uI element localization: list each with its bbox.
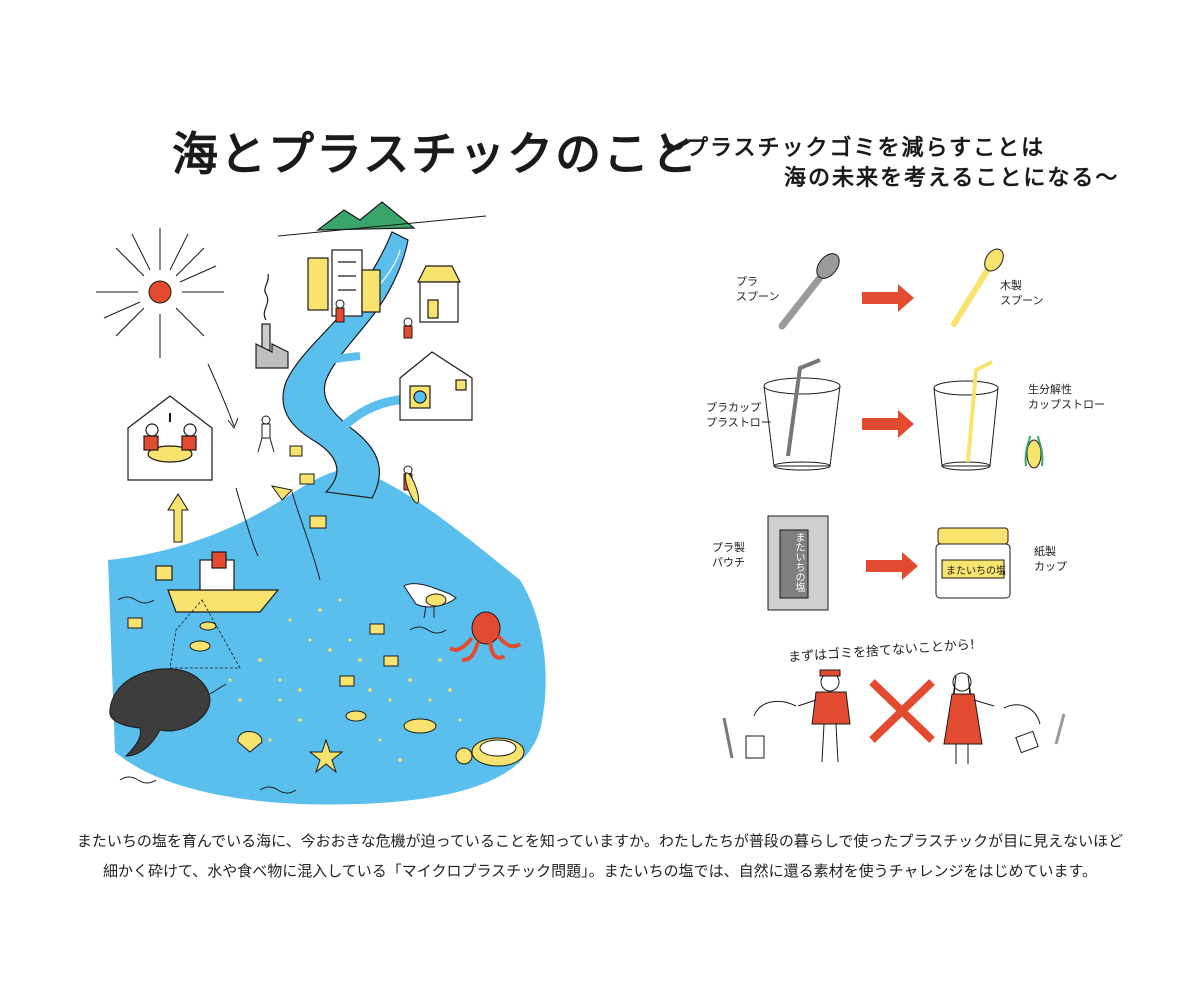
litter-scene	[722, 669, 1066, 764]
plastic-spoon-illustration	[778, 253, 840, 330]
whale	[109, 668, 211, 757]
label-pouch-line-1: プラ製	[712, 541, 745, 554]
fish	[403, 718, 437, 734]
label-wooden-spoon-line-1: 木製	[1000, 279, 1022, 292]
shell	[237, 731, 263, 753]
label-wooden-spoon: 木製 スプーン	[1000, 278, 1043, 308]
octopus	[448, 611, 522, 662]
arrow-red-3	[866, 552, 918, 580]
label-pouch-line-2: パウチ	[712, 556, 745, 569]
house-right	[399, 351, 473, 421]
subtitle-line-2: 海の未来を考えることになる〜	[784, 166, 1120, 191]
cross-mark	[869, 679, 935, 743]
biodegradable-cup-illustration	[933, 360, 999, 471]
wooden-spoon-illustration	[951, 248, 1004, 327]
pouch-text: またいちの塩	[793, 532, 804, 592]
starfish	[308, 738, 344, 774]
microplastics	[228, 598, 462, 762]
label-paper-cup: 紙製 カップ	[1034, 544, 1067, 574]
label-plastic-spoon-line-1: プラ	[736, 275, 758, 288]
label-plastic-cup-straw: プラカップ プラストロー	[706, 400, 772, 430]
label-paper-cup-line-2: カップ	[1034, 560, 1067, 573]
label-plastic-spoon: プラ スプーン	[736, 274, 779, 304]
page-title: 海とプラスチックのこと	[172, 127, 700, 181]
label-plastic-straw-line: プラストロー	[706, 416, 772, 429]
city	[307, 249, 461, 323]
plastic-cup-illustration	[763, 358, 841, 471]
label-bio-line-1: 生分解性	[1028, 383, 1072, 396]
fishing-boat	[155, 551, 280, 613]
arrow-up	[167, 493, 189, 543]
subtitle-line-1: 〜プラスチックゴミを減らすことは	[662, 136, 1046, 161]
caption-line-2: 細かく砕けて、水や食べ物に混入している「マイクロプラスチック問題」。またいちの塩…	[102, 862, 1098, 880]
arrow-red-1	[862, 284, 914, 312]
label-plastic-pouch: プラ製 パウチ	[712, 540, 745, 570]
arrow-red-2	[862, 410, 914, 438]
label-bio-cup-straw: 生分解性 カップストロー	[1028, 382, 1105, 412]
mountains	[316, 201, 416, 231]
caption-line-1: またいちの塩を育んでいる海に、今おおきな危機が迫っていることを知っていますか。わ…	[76, 832, 1124, 850]
sun	[96, 228, 224, 358]
jar-text: またいちの塩	[946, 566, 1006, 577]
label-paper-cup-line-1: 紙製	[1034, 545, 1056, 558]
sea-turtle	[455, 737, 525, 767]
label-plastic-cup-line: プラカップ	[706, 401, 761, 414]
label-plastic-spoon-line-2: スプーン	[736, 290, 780, 303]
factory	[255, 273, 289, 369]
fishing-net	[169, 599, 241, 669]
corn-icon	[1024, 435, 1044, 469]
people	[257, 299, 420, 504]
seagull	[403, 583, 457, 619]
plastic-pouch-illustration	[767, 515, 829, 611]
paper-cup-illustration	[935, 527, 1011, 599]
label-wooden-spoon-line-2: スプーン	[1000, 294, 1044, 307]
house-left	[127, 395, 213, 481]
caption: またいちの塩を育んでいる海に、今おおきな危機が迫っていることを知っていますか。わ…	[0, 826, 1200, 886]
label-bio-line-2: カップストロー	[1028, 398, 1105, 411]
